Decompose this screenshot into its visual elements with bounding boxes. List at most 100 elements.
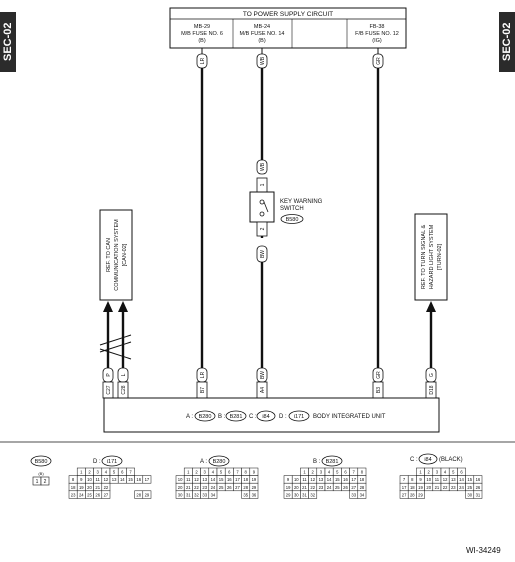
power-supply-title: TO POWER SUPPLY CIRCUIT xyxy=(243,11,333,18)
pin-cell xyxy=(357,490,367,499)
pin-number: 4 xyxy=(444,470,447,475)
pin-number: 28 xyxy=(243,485,248,490)
pin-number: 12 xyxy=(104,477,109,482)
pin-number: 7 xyxy=(129,470,132,475)
pin-number: 34 xyxy=(360,492,365,497)
fuse-1-line1: MB-29 xyxy=(194,24,210,30)
pin-number: 24 xyxy=(459,485,464,490)
pin-number: 3 xyxy=(436,470,439,475)
pin-number: 17 xyxy=(145,477,150,482)
pin-number: 34 xyxy=(211,492,216,497)
pin-number: 23 xyxy=(202,485,207,490)
fuse-2-line1: MB-24 xyxy=(254,24,270,30)
pin-number: 4 xyxy=(328,470,331,475)
pin-number: 19 xyxy=(286,485,291,490)
pin-number: 33 xyxy=(351,492,356,497)
pin-number: 12 xyxy=(194,477,199,482)
pin-number: 28 xyxy=(410,492,415,497)
pin-number: 25 xyxy=(335,485,340,490)
pin-number: 31 xyxy=(302,492,307,497)
pin-number: 28 xyxy=(360,485,365,490)
power-supply-box: TO POWER SUPPLY CIRCUIT MB-29 M/B FUSE N… xyxy=(169,7,407,49)
pin-cell xyxy=(101,490,111,499)
pin-number: 12 xyxy=(443,477,448,482)
ref-can-2: COMMUNICATION SYSTEM xyxy=(114,219,120,291)
tag-bottom-p: P xyxy=(106,373,112,377)
pin-b7: B7 xyxy=(200,387,206,393)
conn-b-prefix: B : xyxy=(313,459,321,465)
pin-number: 7 xyxy=(353,470,356,475)
fuse-terminals xyxy=(201,48,379,54)
pin-number: 8 xyxy=(72,477,75,482)
pin-number: 3 xyxy=(320,470,323,475)
pin-cell xyxy=(308,490,318,499)
pin-number: 13 xyxy=(202,477,207,482)
unit-c: i84 xyxy=(262,414,269,420)
pin-number: 27 xyxy=(104,492,109,497)
pin-c28: C28 xyxy=(121,385,127,394)
tag-sw-bw: BW xyxy=(260,250,266,258)
pin-number: 18 xyxy=(71,485,76,490)
conn-d-prefix: D : xyxy=(93,459,101,465)
pin-number: 18 xyxy=(243,477,248,482)
ref-can-box: REF. TO CAN COMMUNICATION SYSTEM [CAN-02… xyxy=(99,209,133,301)
pin-number: 11 xyxy=(302,477,307,482)
pin-number: 13 xyxy=(451,477,456,482)
pin-number: 1 xyxy=(419,470,422,475)
pin-number: 5 xyxy=(113,470,116,475)
conn-d-name: i171 xyxy=(107,459,117,465)
ref-turn-3: [TURN-02] xyxy=(437,243,443,270)
pin-number: 22 xyxy=(104,485,109,490)
pin-number: 17 xyxy=(235,477,240,482)
pin-number: 21 xyxy=(435,485,440,490)
pin-cell xyxy=(249,490,259,499)
pin-number: 6 xyxy=(121,470,124,475)
twist-marks xyxy=(99,334,132,360)
tag-top-lr: LR xyxy=(200,57,206,64)
pin-number: 9 xyxy=(287,477,290,482)
connector-d-header: D : i171 xyxy=(93,455,123,467)
pin-number: 19 xyxy=(252,477,257,482)
pin-number: 19 xyxy=(418,485,423,490)
pin-number: 4 xyxy=(212,470,215,475)
pin-number: 22 xyxy=(310,485,315,490)
pin-number: 27 xyxy=(351,485,356,490)
pin-number: 29 xyxy=(252,485,257,490)
fuse-4-line1: FB-38 xyxy=(370,24,385,30)
pin-number: 27 xyxy=(402,492,407,497)
pin-number: 5 xyxy=(336,470,339,475)
conn-b580-pin1: 1 xyxy=(36,479,39,485)
pin-number: 14 xyxy=(211,477,216,482)
connector-b580: B580 (B) 1 2 xyxy=(30,455,52,486)
pin-number: 15 xyxy=(219,477,224,482)
ref-turn-1: REF. TO TURN SIGNAL & xyxy=(421,225,427,290)
pin-c27: C27 xyxy=(106,385,112,394)
pin-number: 32 xyxy=(194,492,199,497)
pin-number: 16 xyxy=(476,477,481,482)
pin-number: 16 xyxy=(136,477,141,482)
unit-d: i171 xyxy=(294,414,304,420)
pin-number: 15 xyxy=(335,477,340,482)
switch-connector: B580 xyxy=(286,217,299,223)
pin-number: 10 xyxy=(87,477,92,482)
pin-number: 20 xyxy=(178,485,183,490)
pin-number: 23 xyxy=(319,485,324,490)
tag-bottom-bw: BW xyxy=(260,371,266,379)
pin-number: 5 xyxy=(220,470,223,475)
pin-number: 22 xyxy=(194,485,199,490)
pin-number: 20 xyxy=(87,485,92,490)
pin-number: 30 xyxy=(294,492,299,497)
arrow-p xyxy=(103,301,113,312)
pin-number: 31 xyxy=(186,492,191,497)
conn-c-name: i84 xyxy=(424,457,431,463)
pin-number: 29 xyxy=(286,492,291,497)
ref-turn-2: HAZARD LIGHT SYSTEM xyxy=(429,224,435,289)
pin-number: 1 xyxy=(187,470,190,475)
pin-number: 2 xyxy=(195,470,198,475)
conn-b-name: B281 xyxy=(326,459,339,465)
pin-number: 16 xyxy=(227,477,232,482)
unit-b-label: B : xyxy=(218,414,226,420)
pin-number: 6 xyxy=(344,470,347,475)
